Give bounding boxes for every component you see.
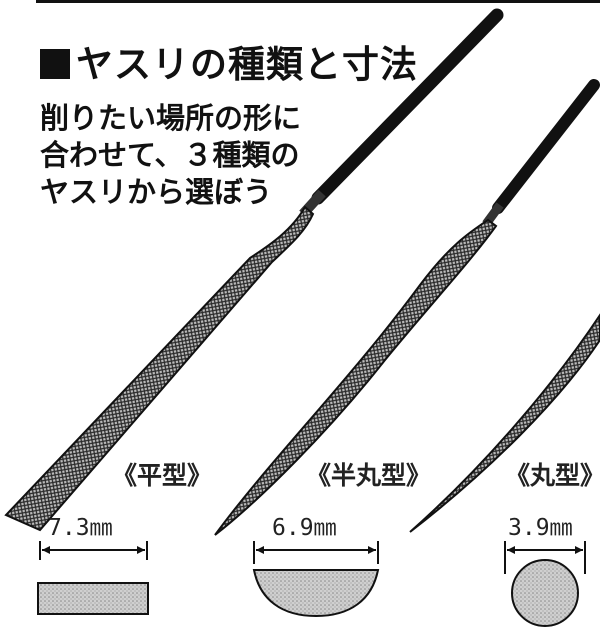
top-rule <box>36 0 600 3</box>
title-square-icon <box>40 49 70 79</box>
flat-dimension: 7.3㎜ <box>37 515 149 615</box>
round-file <box>409 313 600 533</box>
description: 削りたい場所の形に 合わせて、３種類の ヤスリから選ぼう <box>40 100 301 211</box>
round-cross-section <box>511 559 579 627</box>
flat-file-blade <box>4 205 315 532</box>
flat-file <box>4 8 504 532</box>
flat-cross-section <box>37 582 149 615</box>
half-round-cross-section <box>252 569 380 618</box>
half-round-type-label: 《半丸型》 <box>306 461 431 490</box>
round-type-label: 《丸型》 <box>505 461 600 490</box>
description-line-3: ヤスリから選ぼう <box>40 175 273 209</box>
description-line-1: 削りたい場所の形に <box>40 101 302 135</box>
round-dimension: 3.9㎜ <box>504 515 586 627</box>
page-title: ヤスリの種類と寸法 <box>40 34 418 88</box>
half-round-dimension: 6.9㎜ <box>252 515 380 618</box>
flat-type-label: 《平型》 <box>112 461 212 490</box>
round-size: 3.9㎜ <box>508 515 573 541</box>
flat-size: 7.3㎜ <box>48 515 113 541</box>
description-line-2: 合わせて、３種類の <box>40 138 300 172</box>
half-round-blade <box>214 218 498 536</box>
flat-file-handle <box>311 8 504 205</box>
round-file-blade <box>409 313 600 533</box>
half-round-size: 6.9㎜ <box>272 515 337 541</box>
half-round-handle <box>492 79 600 214</box>
title-text: ヤスリの種類と寸法 <box>76 43 418 86</box>
half-round-file <box>214 79 600 536</box>
